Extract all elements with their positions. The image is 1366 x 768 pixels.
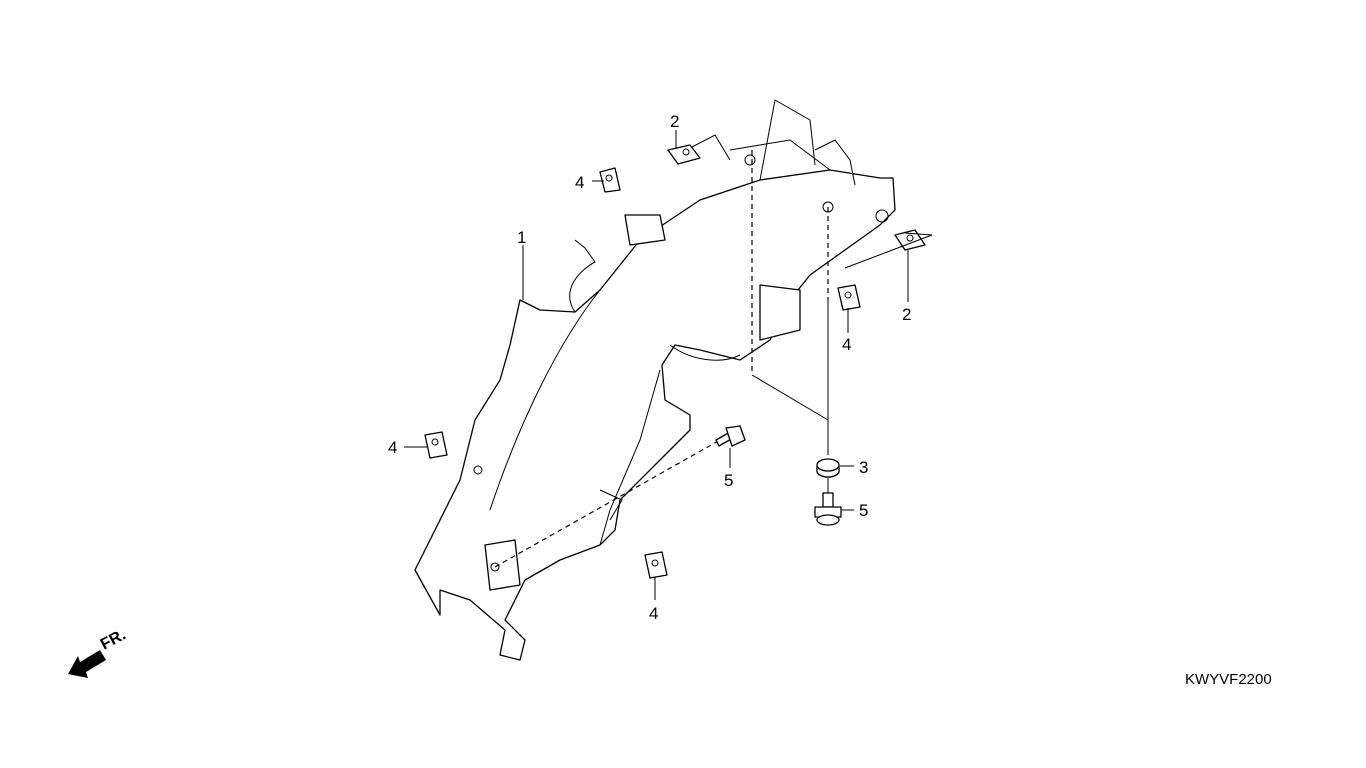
callout-5b: 5: [859, 501, 868, 520]
assembly-line: [494, 439, 721, 568]
clip-nut-2b: [894, 229, 926, 251]
bolt-5b: [814, 492, 842, 526]
bolt-5a: [715, 425, 746, 447]
callout-3: 3: [859, 458, 868, 477]
callout-5a: 5: [724, 471, 733, 490]
callout-4c: 4: [388, 438, 397, 457]
clip-nut-4b: [837, 284, 861, 311]
clip-nut-4c: [424, 431, 448, 459]
assembly-line: [751, 374, 829, 455]
callout-4a: 4: [575, 173, 584, 192]
callout-2a: 2: [670, 112, 679, 131]
clip-nut-2a: [667, 144, 701, 165]
collar-3: [816, 458, 840, 478]
clip-nut-4d: [644, 551, 668, 579]
callout-1: 1: [517, 228, 526, 247]
diagram-code: KWYVF2200: [1185, 671, 1272, 688]
front-direction-label: FR.: [98, 626, 129, 653]
leader-lines: [404, 130, 933, 600]
rear-fender-part: [414, 99, 896, 661]
clip-nut-4a: [599, 167, 621, 193]
callout-2b: 2: [902, 305, 911, 324]
front-direction-arrow-icon: [68, 650, 106, 678]
callout-4b: 4: [842, 335, 851, 354]
callout-4d: 4: [649, 604, 658, 623]
